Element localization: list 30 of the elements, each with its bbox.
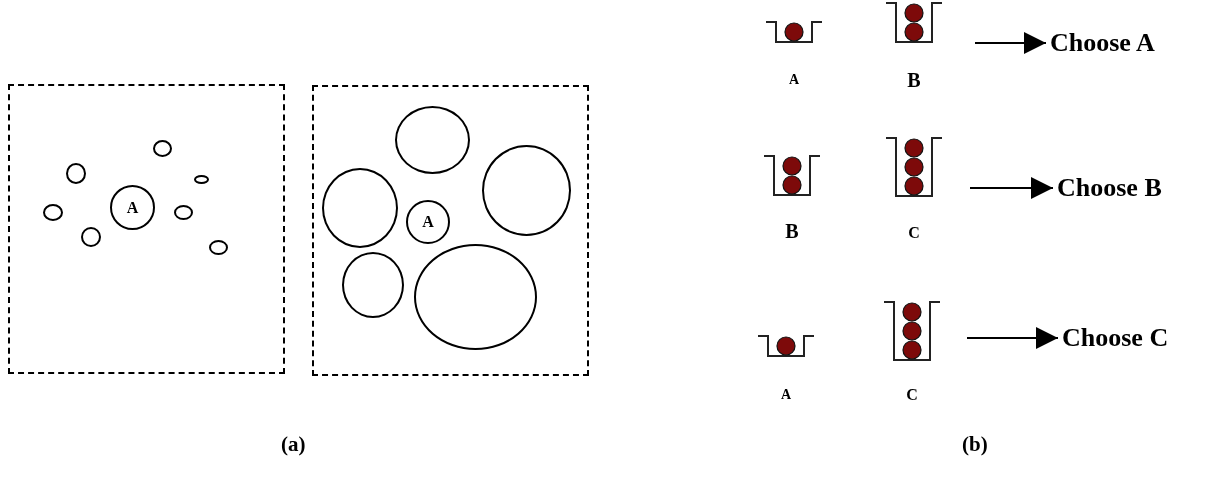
cup-label: A xyxy=(780,388,792,402)
circle xyxy=(322,168,398,248)
arrow xyxy=(969,177,1054,199)
cup-label: C xyxy=(906,387,918,403)
dashed-box xyxy=(312,85,589,376)
labeled-circle: A xyxy=(406,200,450,244)
circle xyxy=(174,205,193,220)
result-text: Choose B xyxy=(1057,175,1162,201)
circle xyxy=(66,163,86,184)
circle xyxy=(194,175,209,184)
result-text: Choose C xyxy=(1062,325,1169,351)
circle xyxy=(153,140,172,157)
cup-label: C xyxy=(908,225,920,241)
panel-caption: (a) xyxy=(281,434,306,455)
circle xyxy=(43,204,63,221)
arrow xyxy=(966,327,1059,349)
circle xyxy=(209,240,228,255)
arrow xyxy=(974,32,1047,54)
cup-label: B xyxy=(907,70,921,90)
dashed-box xyxy=(8,84,285,374)
cup-label: A xyxy=(788,73,800,87)
circle xyxy=(342,252,404,318)
cup-label: B xyxy=(785,221,799,241)
panel-caption: (b) xyxy=(962,434,988,455)
labeled-circle: A xyxy=(110,185,155,230)
result-text: Choose A xyxy=(1050,30,1155,56)
circle xyxy=(414,244,537,350)
circle xyxy=(81,227,101,247)
circle xyxy=(482,145,571,236)
circle xyxy=(395,106,470,174)
